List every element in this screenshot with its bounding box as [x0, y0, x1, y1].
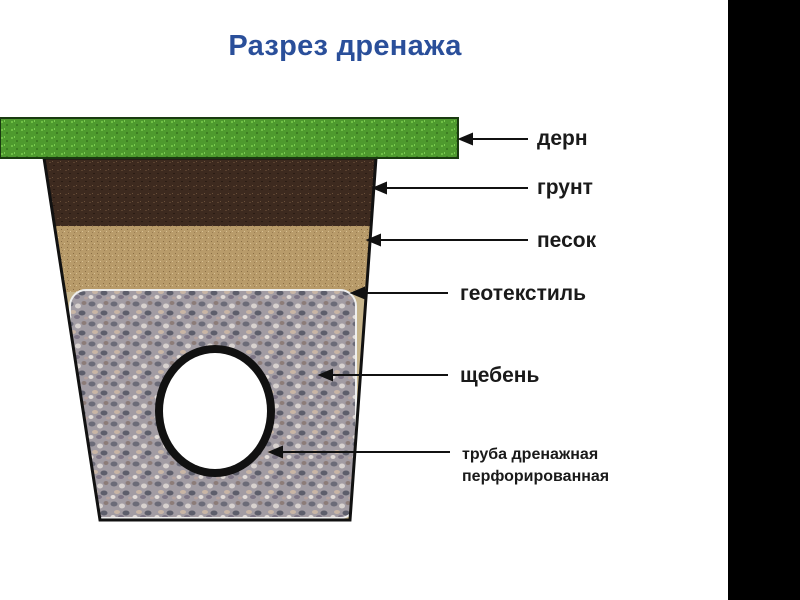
pipe-opening [163, 353, 267, 469]
slide: Разрез дренажа [0, 0, 728, 600]
arrowhead-soil [371, 181, 387, 195]
arrowhead-pipe [267, 445, 283, 459]
label-sand: песок [537, 229, 597, 252]
sand-layer [44, 226, 376, 292]
label-pipe-line2: перфорированная [462, 468, 610, 485]
turf-layer [0, 117, 459, 159]
label-gravel: щебень [460, 364, 540, 387]
soil-layer [44, 158, 376, 226]
arrowhead-gravel [317, 368, 333, 382]
label-turf: дерн [537, 127, 588, 150]
drainage-cross-section [0, 117, 528, 522]
diagram-title: Разрез дренажа [228, 30, 462, 62]
arrowhead-sand [365, 233, 381, 247]
arrowhead-turf [457, 132, 473, 146]
pointer-arrows [267, 132, 528, 459]
label-geotextile: геотекстиль [460, 282, 587, 305]
arrowhead-geotextile [349, 286, 365, 300]
label-pipe-line1: труба дренажная [462, 446, 599, 463]
label-soil: грунт [537, 176, 593, 199]
